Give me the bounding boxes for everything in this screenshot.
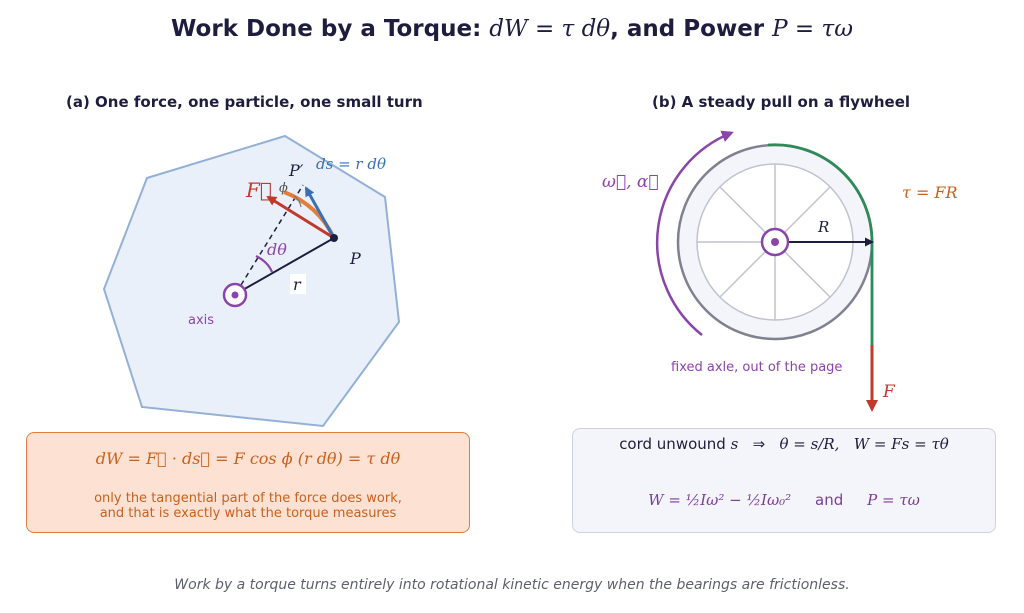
work-note-line-2: and that is exactly what the torque meas… xyxy=(99,506,397,521)
p-label: P xyxy=(349,249,361,268)
energy-relation: W = ½Iω² − ½Iω₀² and P = τω xyxy=(573,491,995,509)
work-relation: W = Fs = τθ xyxy=(853,435,949,453)
flywheel-formula-box: cord unwound s ⇒ θ = s/R, W = Fs = τθ W … xyxy=(572,428,996,533)
phi-arc xyxy=(293,195,302,208)
rotation-arc xyxy=(655,130,734,336)
title-eq-work: dW = τ dθ xyxy=(489,16,611,42)
title-eq-power: P = τω xyxy=(772,16,853,42)
and-text: and xyxy=(815,491,844,509)
power-relation: P = τω xyxy=(867,491,920,509)
axis-dot xyxy=(231,291,239,299)
radius-to-p-prime xyxy=(240,184,304,286)
force-vector xyxy=(266,195,335,240)
axis-label: axis xyxy=(188,313,214,328)
ds-vector xyxy=(304,186,336,239)
radius-label: R xyxy=(817,218,829,236)
axle-label: fixed axle, out of the page xyxy=(671,360,842,375)
implies-arrow: ⇒ xyxy=(752,435,766,453)
pull-force-label: F xyxy=(882,382,896,402)
work-note: only the tangential part of the force do… xyxy=(27,491,469,521)
panel-a-subtitle: (a) One force, one particle, one small t… xyxy=(66,93,423,111)
force-label: F⃗ xyxy=(245,178,272,202)
phi-label: ϕ xyxy=(279,181,288,196)
cord-s: s xyxy=(730,435,739,453)
r-label-bg xyxy=(290,274,306,294)
r-label: r xyxy=(293,275,302,294)
omega-alpha-label: ω⃗, α⃗ xyxy=(602,172,659,192)
cord-text: cord unwound xyxy=(619,435,731,453)
point-p xyxy=(330,234,338,242)
work-energy: W = ½Iω² − ½Iω₀² xyxy=(648,491,792,509)
title-joiner: , and Power xyxy=(610,16,773,42)
theta-relation: θ = s/R, xyxy=(779,435,840,453)
title-text: Work Done by a Torque: xyxy=(171,16,490,42)
p-prime-label: P′ xyxy=(288,161,304,180)
work-formula-box: dW = F⃗ · ds⃗ = F cos ϕ (r dθ) = τ dθ on… xyxy=(26,432,470,533)
dtheta-label: dθ xyxy=(267,240,287,259)
work-note-line-1: only the tangential part of the force do… xyxy=(94,491,402,506)
page-title: Work Done by a Torque: dW = τ dθ, and Po… xyxy=(0,16,1024,42)
work-formula: dW = F⃗ · ds⃗ = F cos ϕ (r dθ) = τ dθ xyxy=(95,449,401,468)
footer-caption: Work by a torque turns entirely into rot… xyxy=(174,577,850,593)
panel-b-subtitle: (b) A steady pull on a flywheel xyxy=(652,93,911,111)
cord-relation: cord unwound s ⇒ θ = s/R, W = Fs = τθ xyxy=(573,435,995,453)
axle-dot xyxy=(771,238,779,246)
tau-label: τ = FR xyxy=(902,183,958,202)
radius-line xyxy=(240,237,335,292)
rigid-body xyxy=(102,134,401,428)
ds-label: ds = r dθ xyxy=(316,155,386,173)
cord-wrapped xyxy=(767,143,874,243)
dtheta-arc xyxy=(255,255,274,273)
